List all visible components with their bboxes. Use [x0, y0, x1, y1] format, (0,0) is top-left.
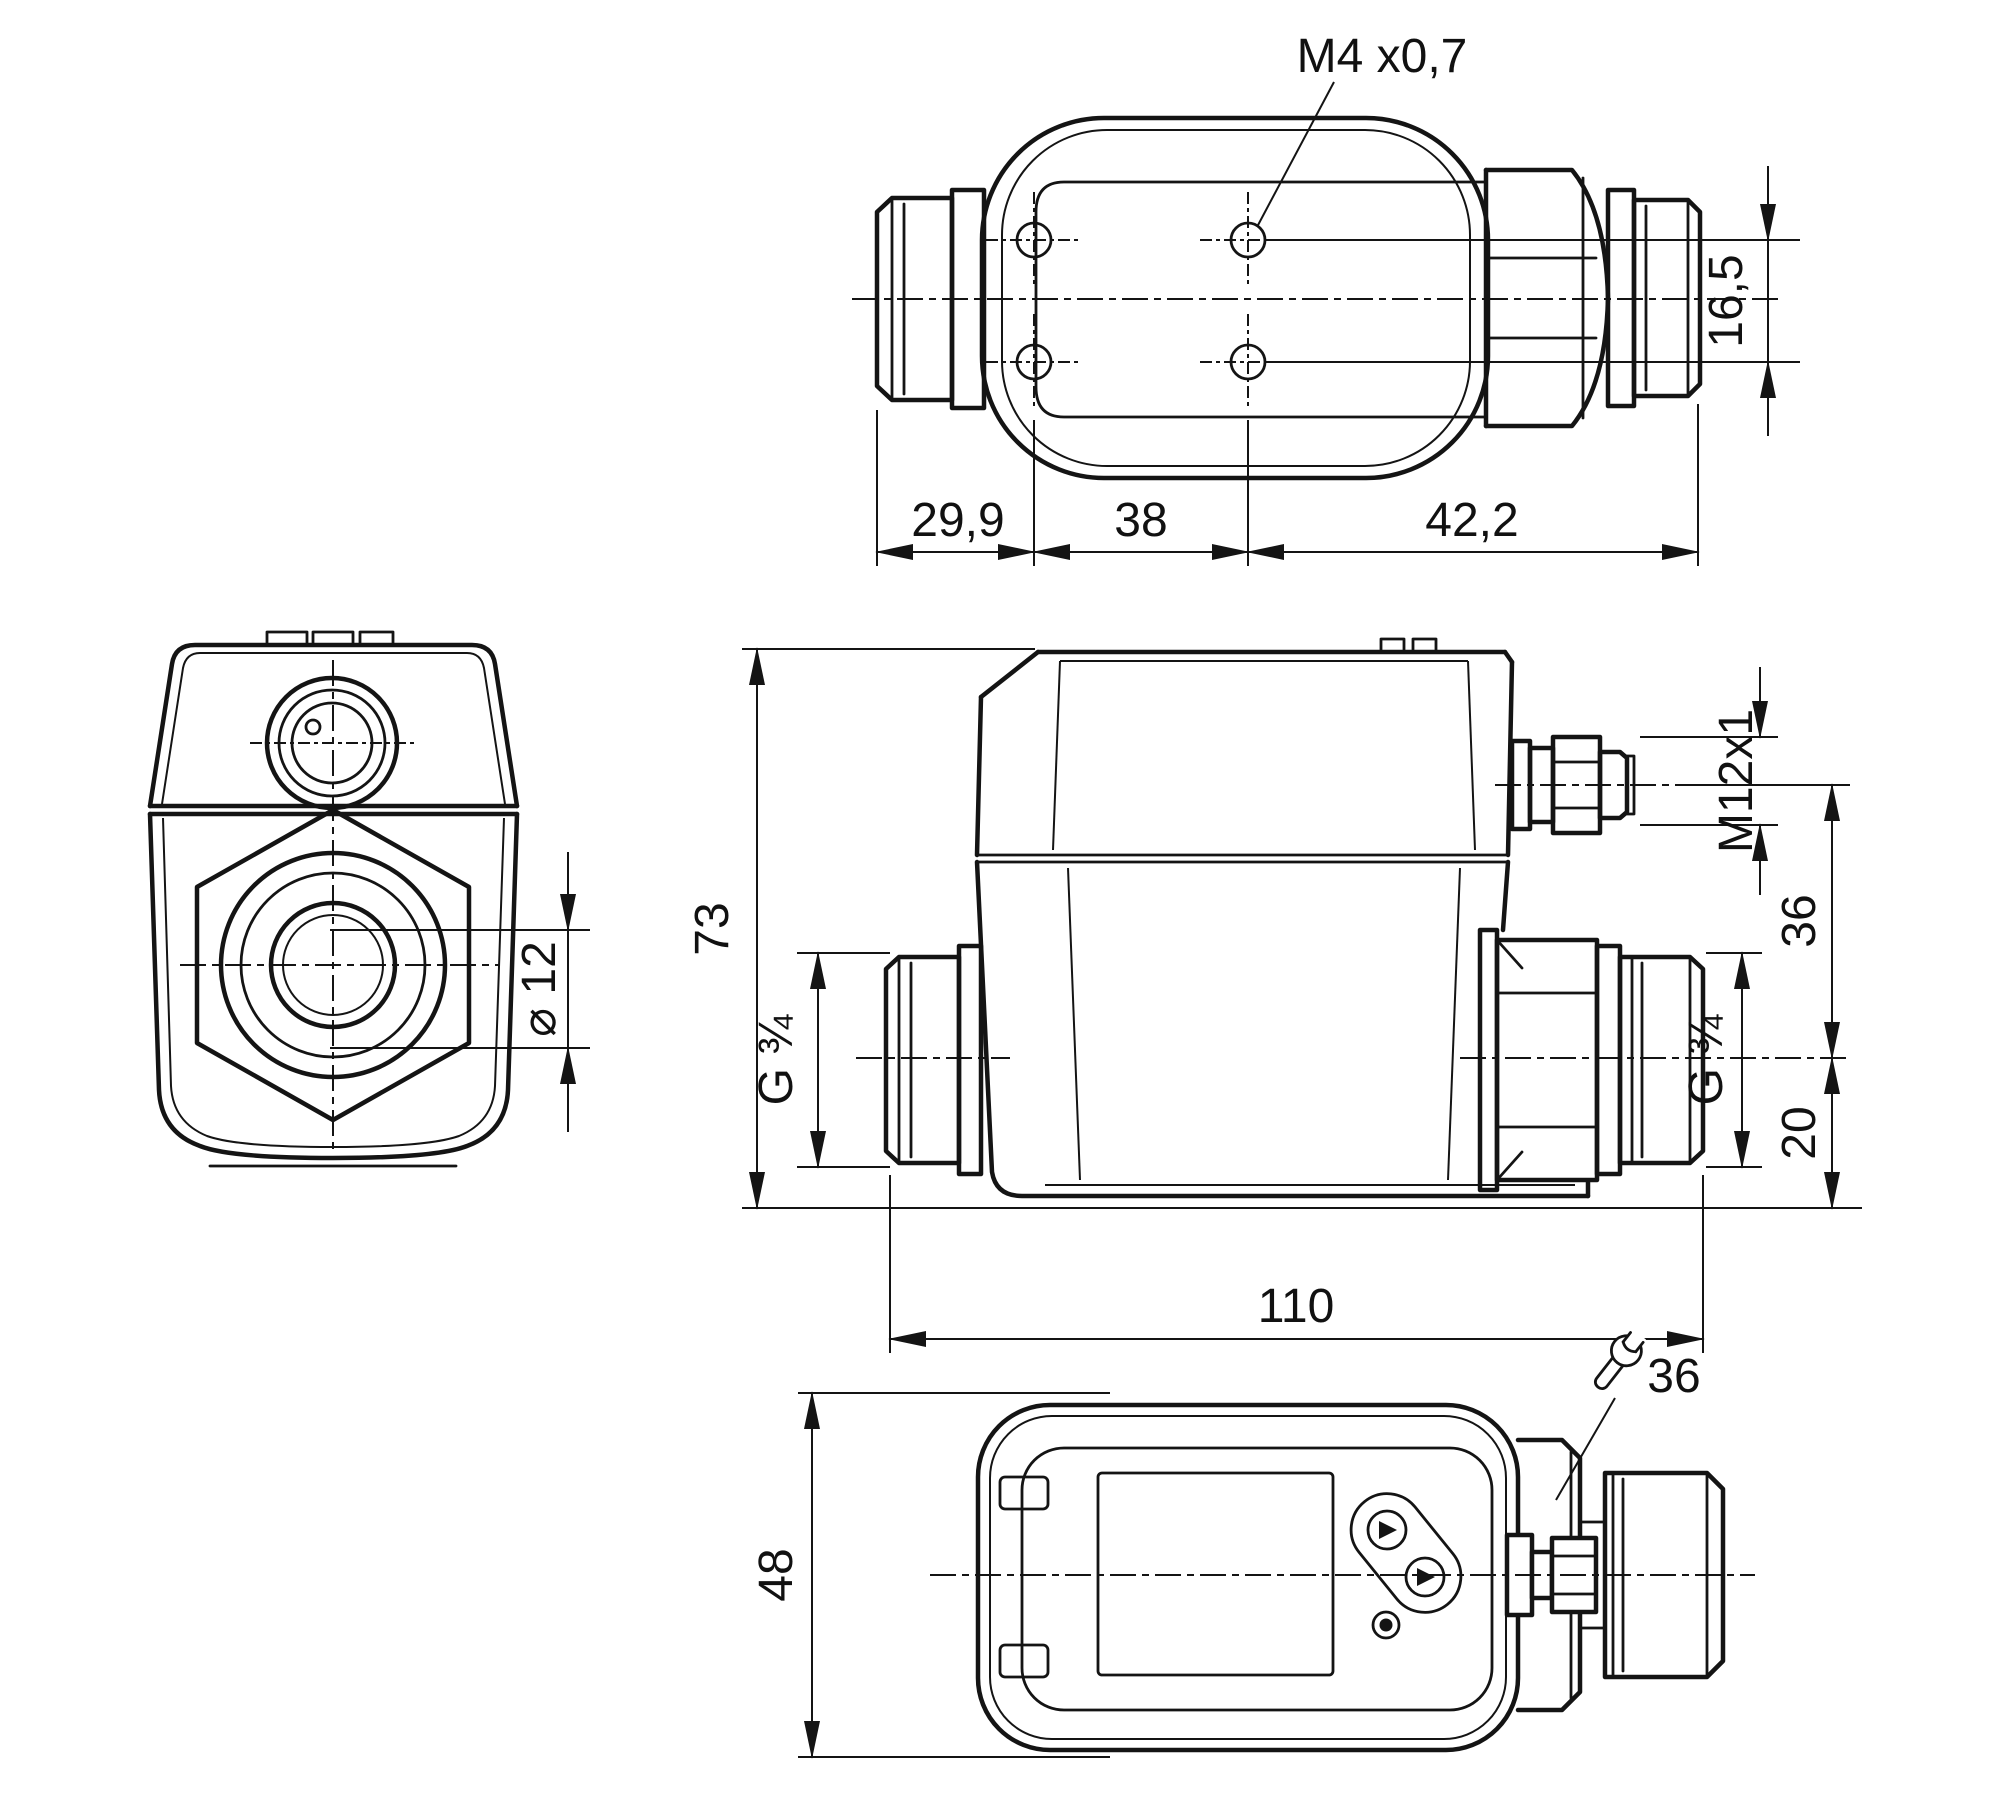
dim-48: 48: [750, 1391, 1110, 1759]
dim-label-48: 48: [750, 1548, 803, 1601]
dim-bore-12: ⌀ 12: [330, 852, 590, 1132]
wrench-leader-line: [1555, 1397, 1616, 1501]
hole-bottom-left: [986, 314, 1082, 410]
left-cutout-bottom: [998, 1643, 1050, 1679]
top-right-fitting: [1483, 167, 1703, 429]
m4-leader-line: [1256, 81, 1335, 228]
dim-label-73: 73: [686, 902, 739, 955]
dim-label-wrench-36: 36: [1647, 1350, 1700, 1403]
mounting-holes: [986, 192, 1296, 410]
dim-label-16-5: 16,5: [1700, 254, 1753, 347]
dim-110: 110: [888, 1175, 1705, 1353]
dim-16-5: 16,5: [1268, 166, 1800, 436]
dim-label-110: 110: [1258, 1280, 1335, 1333]
dim-label-g34-right: G ¾: [1680, 1014, 1733, 1106]
open-end-wrench-icon: [1593, 1328, 1647, 1391]
dim-20: 20: [1773, 1056, 1840, 1210]
dim-g34-right: G ¾: [1680, 951, 1762, 1169]
bottom-housing-body: [975, 1402, 1521, 1753]
up-button-arrow-icon: [1379, 1521, 1397, 1539]
dim-label-g34-left: G ¾: [750, 1014, 803, 1106]
dim-73: 73: [686, 647, 1862, 1210]
front-view: ⌀ 12: [147, 630, 590, 1168]
down-button-arrow-icon: [1417, 1568, 1435, 1586]
dim-label-m12x1: M12x1: [1710, 709, 1763, 853]
hole-top-left: [986, 192, 1082, 288]
dim-label-38: 38: [1114, 494, 1167, 547]
side-left-port: [856, 943, 1010, 1177]
dim-label-42-2: 42,2: [1425, 494, 1518, 547]
dim-m12x1: M12x1: [1640, 667, 1778, 895]
side-housing-body: [974, 637, 1591, 1199]
dim-label-20: 20: [1773, 1106, 1826, 1159]
top-view: M4 x0,7 29,9 38 42,2 16,5: [852, 30, 1800, 566]
pushbuttons: [1349, 1492, 1463, 1614]
m4-thread-label: M4 x0,7: [1297, 30, 1468, 83]
dim-36-side: 36: [1700, 783, 1850, 1060]
side-right-port: [1460, 927, 1850, 1193]
side-view: 73 M12x1 36 20 G ¾: [686, 637, 1862, 1353]
led-indicator: [1371, 1610, 1401, 1640]
wrench-callout: 36: [1555, 1328, 1701, 1501]
dim-label-29-9: 29,9: [911, 494, 1004, 547]
dim-label-diameter-12: ⌀ 12: [513, 941, 566, 1037]
dim-g34-left: G ¾: [750, 951, 890, 1169]
dim-label-36-side: 36: [1773, 894, 1826, 947]
top-dimension-chain: 29,9 38 42,2: [875, 404, 1700, 566]
side-m12-connector: [1495, 734, 1705, 836]
bottom-view: 48 36: [750, 1328, 1755, 1759]
left-cutout-top: [998, 1475, 1050, 1511]
front-hex-port: [180, 660, 500, 1150]
